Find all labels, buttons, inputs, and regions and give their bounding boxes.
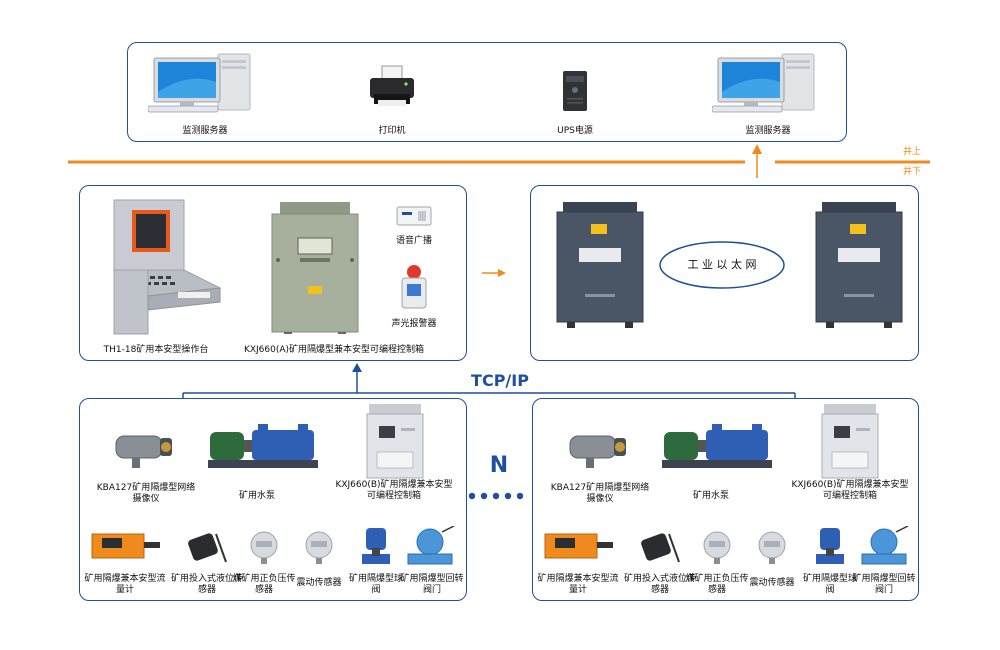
sensor-label-level: 矿用投入式液位传感器: [170, 574, 243, 595]
camera-label: KBA127矿用隔爆型网络摄像仪: [550, 483, 650, 504]
pressure-sensor-icon: [703, 531, 731, 564]
switch-box-icon: [556, 202, 644, 328]
camera-icon: [115, 435, 172, 468]
camera-icon: [569, 435, 626, 468]
speaker-icon: [396, 206, 432, 226]
sensor-label-vibration: 震动传感器: [749, 578, 795, 588]
control-box-b-label: KXJ660(B)矿用隔爆兼本安型可编程控制箱: [335, 480, 453, 501]
surface-label: 井上: [902, 147, 921, 157]
ethernet-ellipse: [659, 241, 785, 289]
sensor-label-pressure: 煤矿用正负压传感器: [685, 574, 749, 595]
server-label-1: 监测服务器: [182, 126, 228, 136]
tcpip-label: TCP/IP: [455, 372, 545, 390]
sensor-label-rotary-valve: 矿用隔爆型回转阀门: [852, 574, 916, 595]
control-box-a-label: KXJ660(A)矿用隔爆型兼本安型可编程控制箱: [243, 345, 425, 355]
ball-valve-icon: [816, 528, 844, 564]
level-sensor-icon: [188, 533, 227, 563]
flowmeter-icon: [544, 533, 613, 559]
ups-icon: [563, 71, 587, 111]
pressure-sensor-icon: [250, 531, 278, 564]
level-sensor-icon: [641, 533, 680, 563]
ethernet-label: 工 业 以 太 网: [687, 258, 757, 271]
alarm-icon: [401, 265, 427, 309]
control-box-b-icon: [821, 404, 879, 479]
control-box-b-icon: [366, 404, 424, 479]
sensor-label-flowmeter: 矿用隔爆兼本安型流量计: [537, 574, 619, 595]
sensor-label-pressure: 煤矿用正负压传感器: [232, 574, 296, 595]
pump-label: 矿用水泵: [238, 491, 275, 501]
pump-icon: [662, 424, 772, 468]
sensor-label-level: 矿用投入式液位传感器: [623, 574, 696, 595]
ball-valve-icon: [362, 528, 390, 564]
sensor-label-vibration: 震动传感器: [296, 578, 342, 588]
operation-console-icon: [112, 199, 222, 335]
control-box-b-label: KXJ660(B)矿用隔爆兼本安型可编程控制箱: [791, 480, 909, 501]
printer-label: 打印机: [378, 126, 406, 136]
flowmeter-icon: [91, 533, 160, 559]
server-computer-icon: [148, 53, 251, 113]
sensor-label-flowmeter: 矿用隔爆兼本安型流量计: [84, 574, 166, 595]
console-label: TH1-18矿用本安型操作台: [103, 345, 209, 355]
underground-label: 井下: [902, 167, 921, 177]
vibration-sensor-icon: [758, 531, 786, 564]
sensor-label-rotary-valve: 矿用隔爆型回转阀门: [400, 574, 464, 595]
server-computer-icon: [712, 53, 815, 113]
control-box-a-icon: [271, 202, 359, 334]
pump-icon: [208, 424, 318, 468]
sensor-label-ball-valve: 矿用隔爆型球阀: [802, 574, 857, 595]
rotary-valve-icon: [407, 526, 455, 565]
voice-broadcast-label: 语音广播: [395, 236, 432, 246]
ups-label: UPS电源: [557, 126, 593, 136]
vibration-sensor-icon: [305, 531, 333, 564]
pump-label: 矿用水泵: [692, 491, 729, 501]
alarm-label: 声光报警器: [391, 319, 437, 329]
sensor-label-ball-valve: 矿用隔爆型球阀: [348, 574, 403, 595]
server-label-2: 监测服务器: [745, 126, 791, 136]
printer-icon: [370, 65, 414, 106]
rotary-valve-icon: [861, 526, 909, 565]
camera-label: KBA127矿用隔爆型网络摄像仪: [96, 483, 196, 504]
n-label: N: [489, 453, 509, 478]
switch-box-icon: [815, 202, 903, 328]
